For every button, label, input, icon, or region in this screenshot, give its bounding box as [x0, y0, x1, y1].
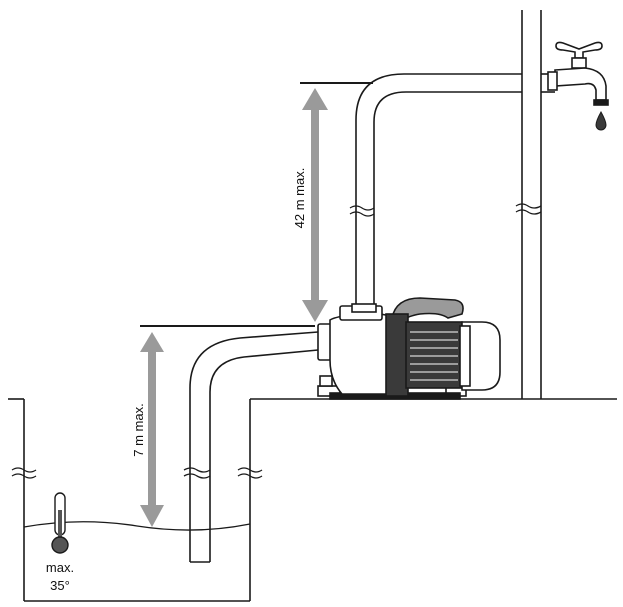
suction-height-arrow — [140, 332, 164, 527]
pump-icon — [317, 297, 501, 400]
thermometer-icon — [51, 492, 69, 554]
temperature-label-line1: max. — [46, 560, 74, 575]
suction-pipe — [189, 331, 319, 563]
motor-fins — [410, 331, 458, 381]
tap-icon — [547, 41, 609, 106]
temperature-label-line2: 35° — [50, 578, 70, 593]
ground-outline — [8, 398, 617, 602]
delivery-pipe — [355, 73, 555, 316]
suction-height-label: 7 m max. — [131, 403, 146, 456]
break-mark-icon — [515, 203, 542, 215]
break-mark-icon — [183, 467, 211, 479]
delivery-height-arrow — [302, 88, 328, 322]
break-mark-icon — [349, 205, 375, 217]
break-mark-icon — [11, 467, 263, 479]
water-drop-icon — [595, 110, 607, 131]
delivery-height-label: 42 m max. — [292, 168, 307, 229]
